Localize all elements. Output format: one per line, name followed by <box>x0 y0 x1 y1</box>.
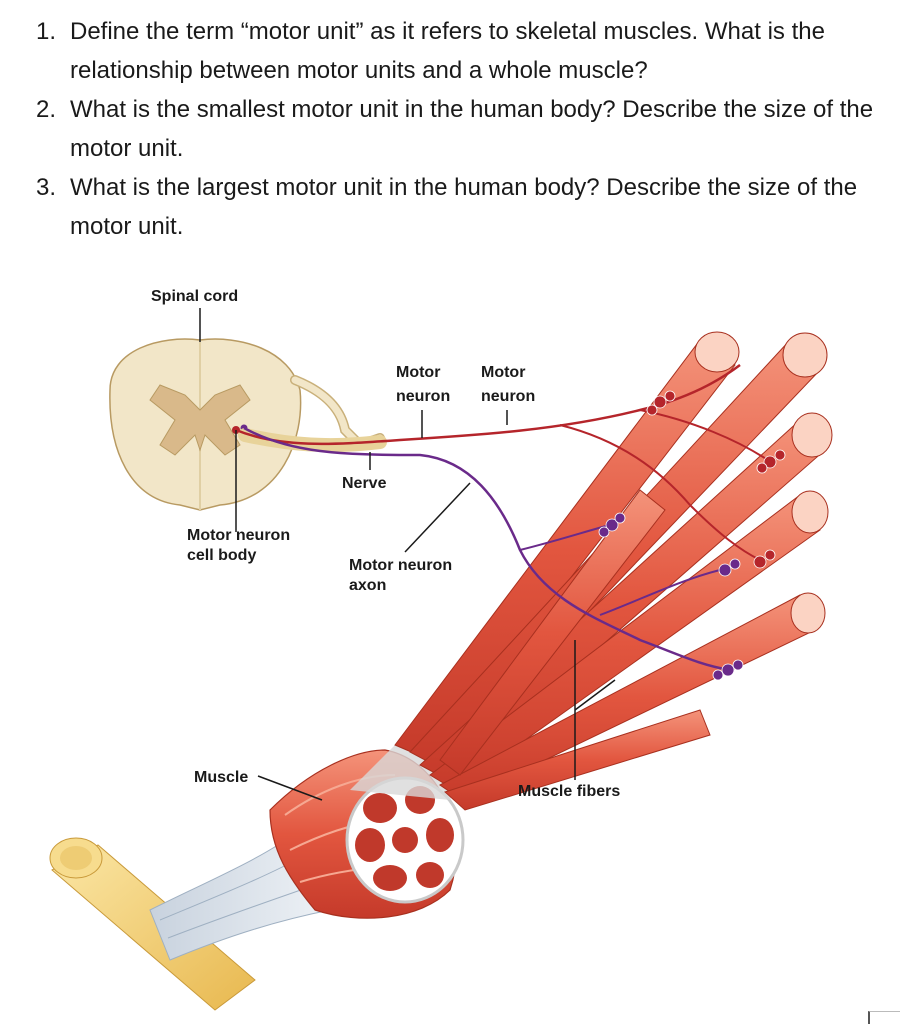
question-list: 1. Define the term “motor unit” as it re… <box>36 12 876 246</box>
leader-lines <box>199 308 616 801</box>
motor-neuron-red <box>235 363 776 561</box>
muscle-fibers <box>394 331 833 811</box>
neuromuscular-junctions <box>598 390 786 681</box>
question-number: 3. <box>36 174 57 201</box>
label-line: Motor neuron <box>349 557 453 574</box>
question-text: What is the smallest motor unit in the h… <box>70 96 874 162</box>
label-motor-neuron-axon: Motor neuron axon <box>349 556 489 596</box>
question-3: 3. What is the largest motor unit in the… <box>36 168 876 246</box>
label-motor-neuron-2: Motor neuron <box>481 361 535 409</box>
label-line: Motor <box>481 364 526 381</box>
motor-unit-illustration <box>49 308 833 1011</box>
label-line: neuron <box>396 388 451 405</box>
whole-muscle <box>269 740 470 919</box>
question-text: Define the term “motor unit” as it refer… <box>70 18 825 84</box>
label-muscle-fibers: Muscle fibers <box>518 783 621 800</box>
question-number: 2. <box>36 96 57 123</box>
question-number: 1. <box>36 18 57 45</box>
bone <box>49 837 256 1011</box>
label-motor-neuron-1: Motor neuron <box>396 361 450 409</box>
label-muscle: Muscle <box>194 769 249 786</box>
corner-mark <box>868 1011 900 1024</box>
label-spinal-cord: Spinal cord <box>151 288 239 305</box>
label-line: Motor <box>396 364 441 381</box>
question-1: 1. Define the term “motor unit” as it re… <box>36 12 876 90</box>
question-text: What is the largest motor unit in the hu… <box>70 174 858 240</box>
label-motor-neuron-cell-body: Motor neuron cell body <box>187 526 327 566</box>
label-line: neuron <box>481 388 536 405</box>
motor-unit-diagram: Spinal cord Motor neuron Motor neuron Ne… <box>0 270 900 1024</box>
spinal-cord <box>109 338 385 511</box>
label-line: axon <box>349 577 387 594</box>
label-line: cell body <box>187 547 257 564</box>
label-nerve: Nerve <box>342 475 387 492</box>
label-line: Motor neuron <box>187 527 291 544</box>
question-2: 2. What is the smallest motor unit in th… <box>36 90 876 168</box>
